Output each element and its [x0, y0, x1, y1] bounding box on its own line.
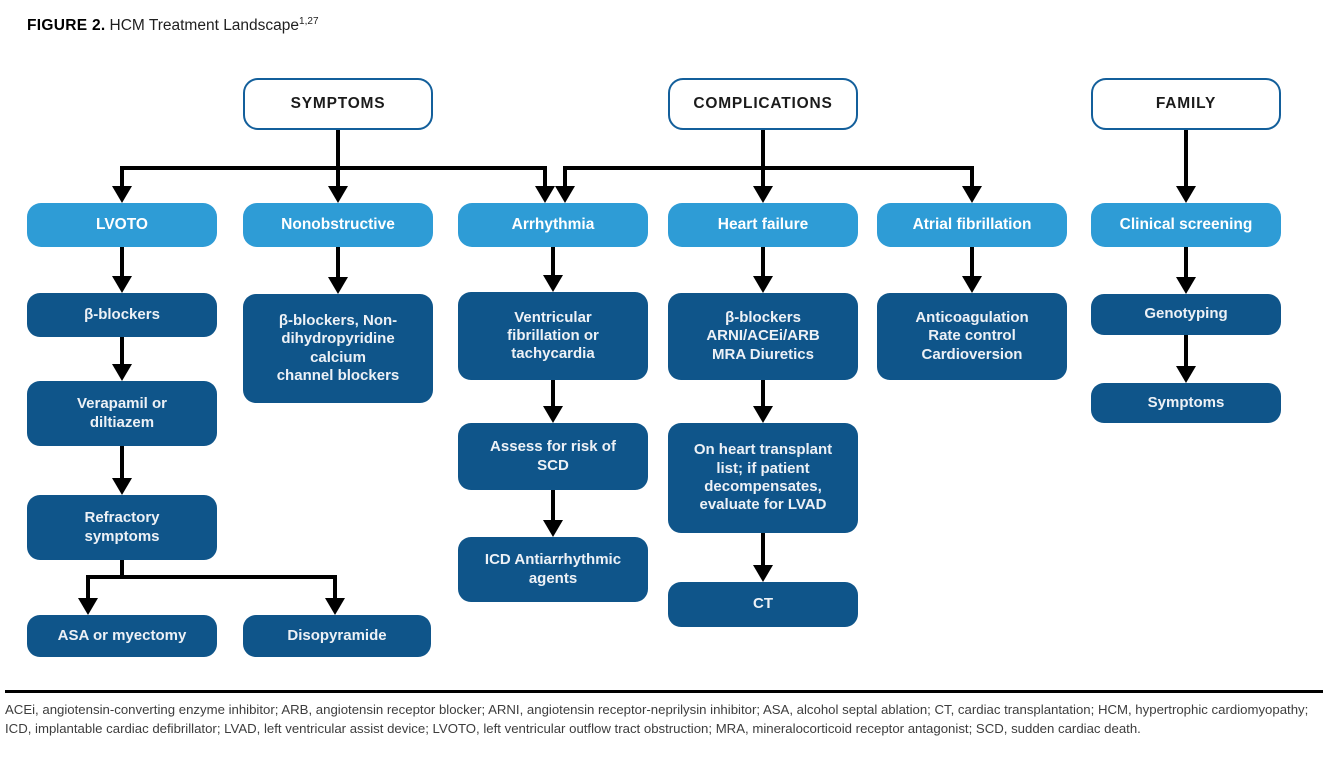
node-icd-antiarrhythmic: ICD Antiarrhythmic agents: [458, 537, 648, 602]
node-complications-header: COMPLICATIONS: [668, 78, 858, 130]
node-atrial-fibrillation: Atrial fibrillation: [877, 203, 1067, 247]
node-symptoms-outcome: Symptoms: [1091, 383, 1281, 423]
node-ventricular-fibrillation: Ventricular fibrillation or tachycardia: [458, 292, 648, 380]
node-nonobstructive: Nonobstructive: [243, 203, 433, 247]
figure-title: FIGURE 2.HCM Treatment Landscape1,27: [27, 16, 319, 35]
node-family-header: FAMILY: [1091, 78, 1281, 130]
node-symptoms-header: SYMPTOMS: [243, 78, 433, 130]
node-genotyping: Genotyping: [1091, 294, 1281, 335]
node-clinical-screening: Clinical screening: [1091, 203, 1281, 247]
node-heart-transplant-lvad: On heart transplant list; if patient dec…: [668, 423, 858, 533]
node-assess-scd-risk: Assess for risk of SCD: [458, 423, 648, 490]
node-beta-blockers: β-blockers: [27, 293, 217, 337]
node-nondihydropyridine-ccb: β-blockers, Non- dihydropyridine calcium…: [243, 294, 433, 403]
node-verapamil-diltiazem: Verapamil or diltiazem: [27, 381, 217, 446]
node-cardiac-transplantation: CT: [668, 582, 858, 627]
node-lvoto: LVOTO: [27, 203, 217, 247]
node-heart-failure: Heart failure: [668, 203, 858, 247]
node-heart-failure-medications: β-blockers ARNI/ACEi/ARB MRA Diuretics: [668, 293, 858, 380]
figure-title-text: HCM Treatment Landscape: [109, 17, 300, 35]
node-disopyramide: Disopyramide: [243, 615, 431, 657]
node-arrhythmia: Arrhythmia: [458, 203, 648, 247]
node-refractory-symptoms: Refractory symptoms: [27, 495, 217, 560]
footer-divider: [5, 690, 1323, 693]
figure-title-superscript: 1,27: [299, 16, 319, 27]
figure-number: FIGURE 2.: [27, 17, 106, 35]
node-asa-or-myectomy: ASA or myectomy: [27, 615, 217, 657]
node-anticoagulation-rate-cardioversion: Anticoagulation Rate control Cardioversi…: [877, 293, 1067, 380]
abbreviations-footnote: ACEi, angiotensin-converting enzyme inhi…: [5, 702, 1309, 736]
